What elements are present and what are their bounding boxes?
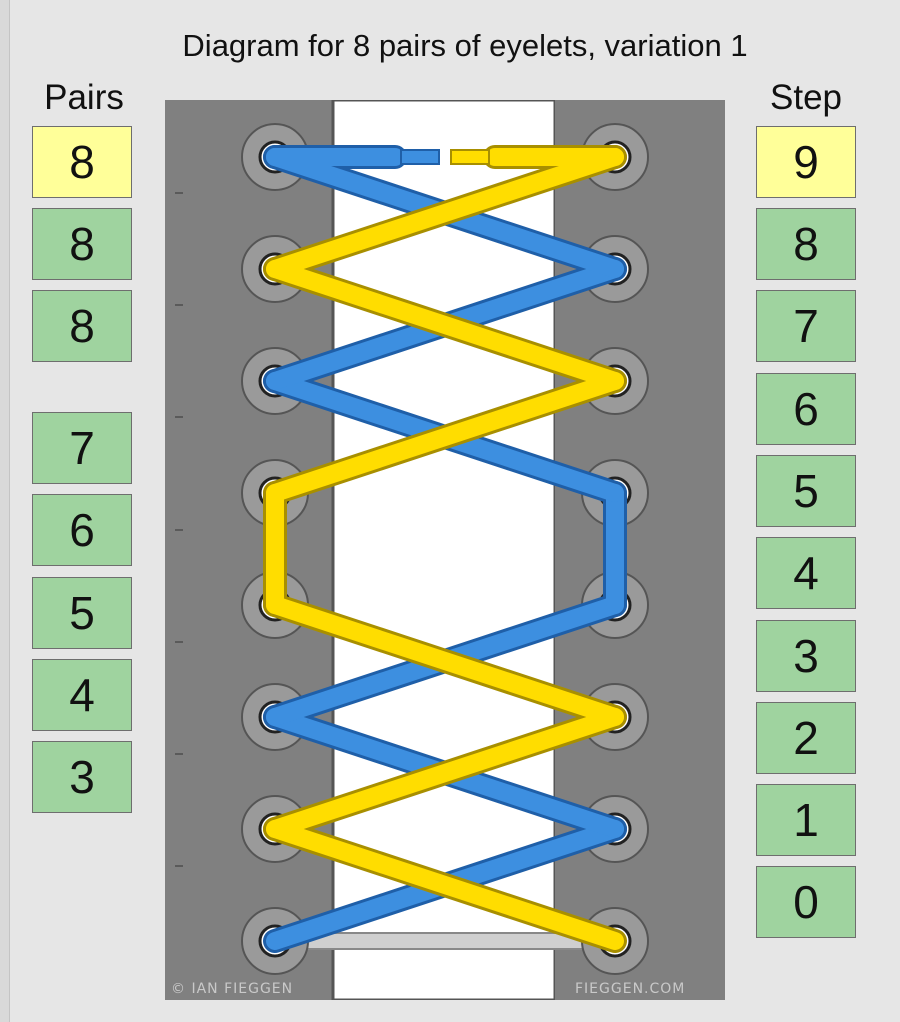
pairs-option[interactable]: 7 <box>32 412 132 484</box>
pairs-option[interactable]: 3 <box>32 741 132 813</box>
pairs-option[interactable]: 5 <box>32 577 132 649</box>
pairs-header: Pairs <box>44 78 124 117</box>
diagram-title: Diagram for 8 pairs of eyelets, variatio… <box>182 28 748 63</box>
credit-right: FIEGGEN.COM <box>575 981 685 997</box>
step-option[interactable]: 7 <box>756 290 856 362</box>
step-option-selected[interactable]: 9 <box>756 126 856 198</box>
step-option[interactable]: 4 <box>756 537 856 609</box>
pairs-option[interactable]: 8 <box>32 208 132 280</box>
window-left-edge <box>0 0 10 1022</box>
lacing-diagram: © IAN FIEGGEN FIEGGEN.COM <box>165 100 725 1000</box>
step-header: Step <box>770 78 842 117</box>
step-option[interactable]: 8 <box>756 208 856 280</box>
pairs-option[interactable]: 6 <box>32 494 132 566</box>
step-option[interactable]: 2 <box>756 702 856 774</box>
step-option[interactable]: 1 <box>756 784 856 856</box>
credit-left: © IAN FIEGGEN <box>171 981 293 997</box>
step-option[interactable]: 3 <box>756 620 856 692</box>
left-shoe-panel <box>165 100 333 1000</box>
right-shoe-panel <box>555 100 725 1000</box>
pairs-option[interactable]: 4 <box>32 659 132 731</box>
pairs-option[interactable]: 8 <box>32 290 132 362</box>
step-option[interactable]: 0 <box>756 866 856 938</box>
step-option[interactable]: 5 <box>756 455 856 527</box>
pairs-option-selected[interactable]: 8 <box>32 126 132 198</box>
step-option[interactable]: 6 <box>756 373 856 445</box>
